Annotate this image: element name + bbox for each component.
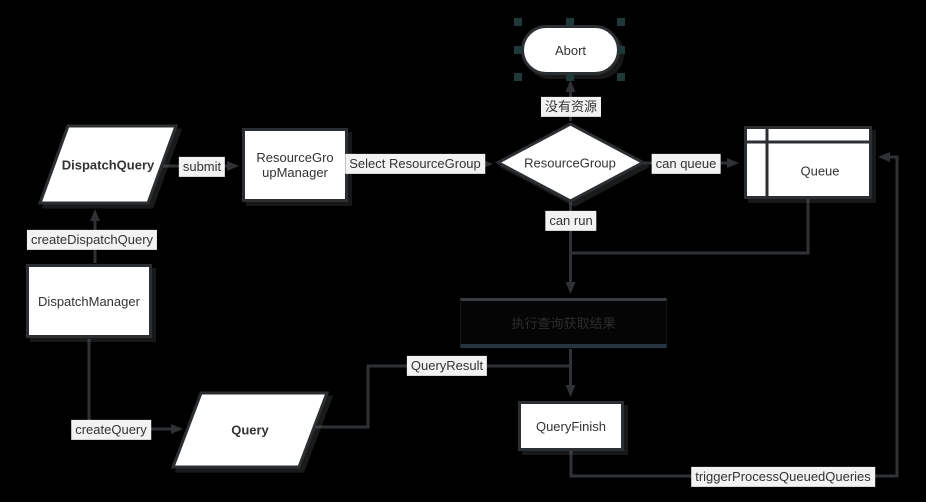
edge-queue-to-run[interactable] bbox=[570, 199, 810, 255]
node-obscured-label: 执行查询获取结果 bbox=[511, 316, 616, 331]
selection-handle[interactable] bbox=[514, 73, 522, 81]
node-dispatch-manager[interactable]: DispatchManager bbox=[26, 264, 152, 338]
node-query-finish-label: QueryFinish bbox=[535, 418, 607, 434]
edge-label-submit[interactable]: submit bbox=[178, 156, 226, 178]
selection-handle[interactable] bbox=[617, 73, 625, 81]
selection-handle[interactable] bbox=[566, 73, 574, 81]
edge-label-no-resource[interactable]: 没有资源 bbox=[540, 96, 602, 118]
edge-label-can-run[interactable]: can run bbox=[545, 210, 597, 232]
edge-trigger-process-queued-queries[interactable] bbox=[569, 152, 899, 478]
node-abort-label: Abort bbox=[554, 42, 587, 58]
edge-label-query-result[interactable]: QueryResult bbox=[406, 355, 488, 377]
selection-handle[interactable] bbox=[514, 46, 522, 54]
edge-label-trigger[interactable]: triggerProcessQueuedQueries bbox=[691, 466, 875, 488]
edge-label-create-dispatch-query[interactable]: createDispatchQuery bbox=[26, 229, 158, 251]
selection-handle[interactable] bbox=[514, 18, 522, 26]
node-resource-group-manager-label: ResourceGro upManager bbox=[256, 150, 334, 180]
edge-label-select-resource-group[interactable]: Select ResourceGroup bbox=[345, 153, 485, 175]
edge-label-can-queue[interactable]: can queue bbox=[651, 153, 721, 175]
selection-handle[interactable] bbox=[617, 46, 625, 54]
node-resource-group-shape[interactable] bbox=[494, 122, 647, 203]
node-dispatch-manager-label: DispatchManager bbox=[38, 293, 140, 309]
edge-label-create-query[interactable]: createQuery bbox=[71, 419, 151, 441]
node-obscured[interactable]: 执行查询获取结果 bbox=[460, 298, 667, 348]
node-queue[interactable] bbox=[744, 126, 872, 199]
selection-handle[interactable] bbox=[566, 18, 574, 26]
selection-handle[interactable] bbox=[617, 18, 625, 26]
node-query-shape[interactable] bbox=[170, 391, 330, 469]
node-resource-group-manager[interactable]: ResourceGro upManager bbox=[242, 128, 348, 202]
node-query-finish[interactable]: QueryFinish bbox=[518, 401, 624, 451]
node-dispatch-query-shape[interactable] bbox=[37, 124, 179, 205]
